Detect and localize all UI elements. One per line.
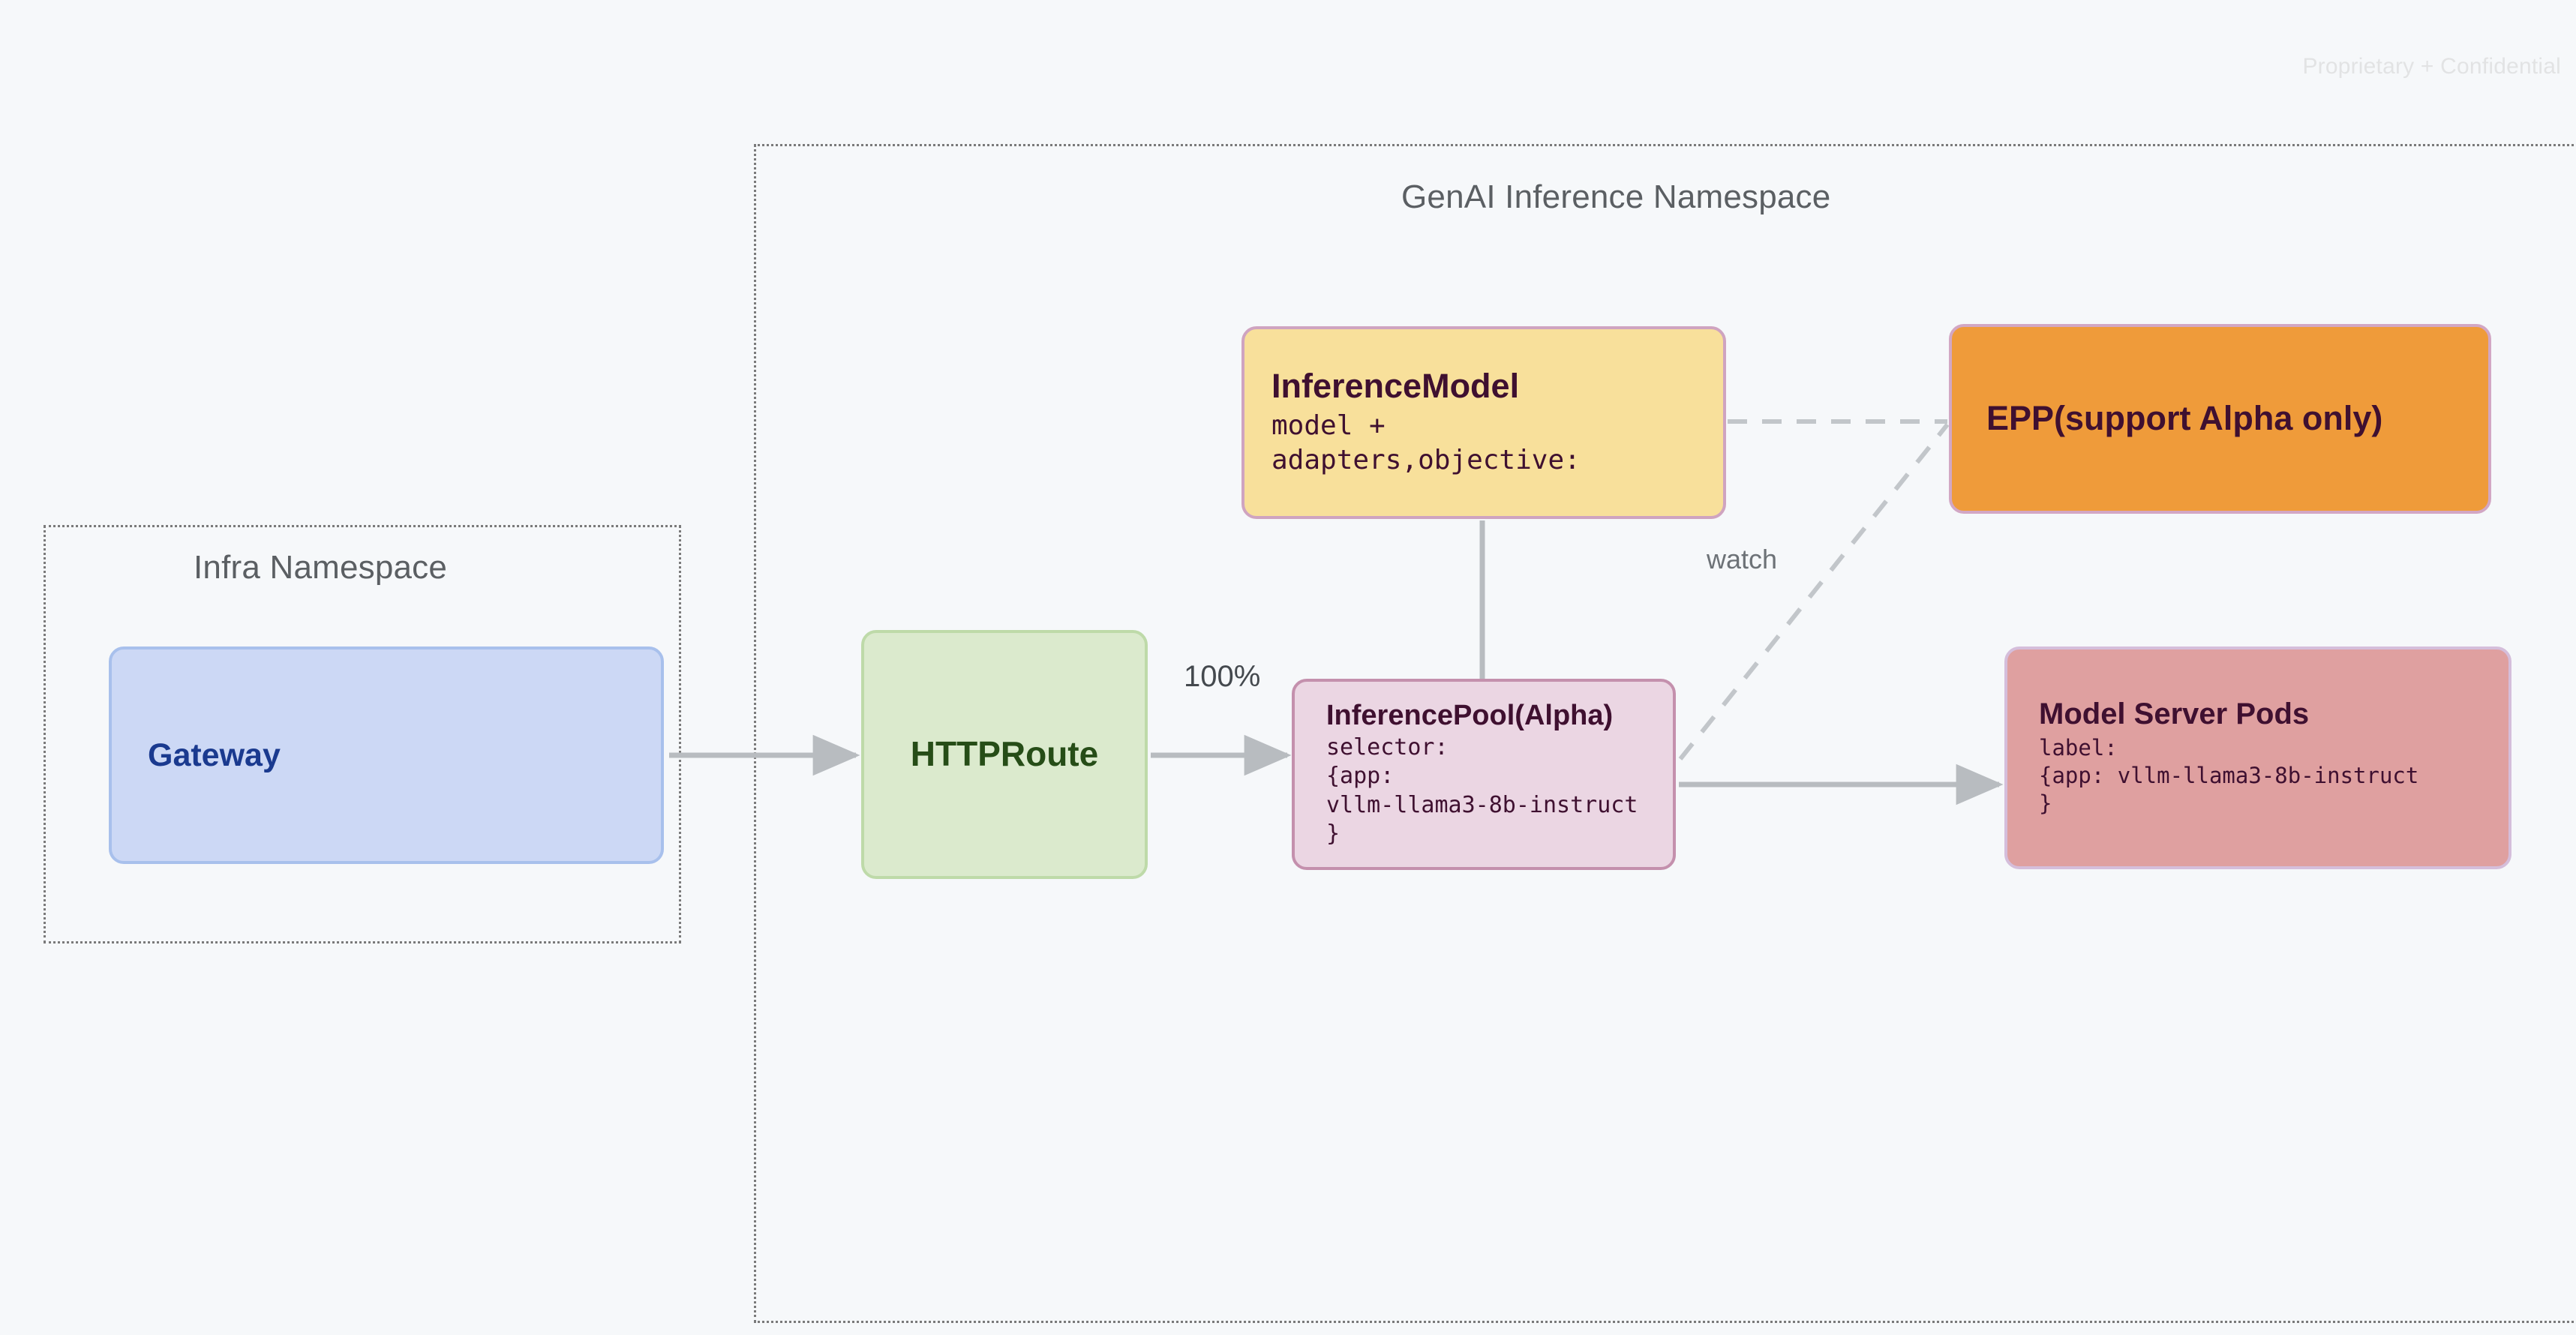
node-inference-model-body: model + adapters,objective: [1271, 410, 1581, 476]
node-inference-pool-body: selector: {app: vllm-llama3-8b-instruct … [1326, 734, 1638, 848]
node-inference-pool-title: InferencePool(Alpha) [1326, 700, 1614, 732]
namespace-title-genai: GenAI Inference Namespace [1401, 178, 1831, 215]
node-model-server-pods-title: Model Server Pods [2039, 698, 2310, 731]
confidentiality-watermark: Proprietary + Confidential [2302, 54, 2561, 79]
node-inference-model[interactable]: InferenceModel model + adapters,objectiv… [1241, 326, 1726, 519]
node-inference-pool[interactable]: InferencePool(Alpha) selector: {app: vll… [1292, 679, 1676, 870]
node-epp-title: EPP(support Alpha only) [1986, 399, 2383, 438]
edge-label-traffic-split: 100% [1184, 660, 1261, 693]
node-httproute[interactable]: HTTPRoute [861, 630, 1148, 879]
node-gateway[interactable]: Gateway [109, 646, 664, 864]
namespace-title-infra: Infra Namespace [194, 549, 448, 586]
node-gateway-title: Gateway [148, 736, 281, 773]
edge-label-watch: watch [1707, 544, 1778, 574]
node-inference-model-title: InferenceModel [1271, 367, 1520, 406]
node-httproute-title: HTTPRoute [910, 734, 1099, 774]
namespace-container-infra [44, 525, 681, 944]
namespace-container-genai [754, 144, 2576, 1323]
node-epp[interactable]: EPP(support Alpha only) [1949, 324, 2491, 514]
node-model-server-pods-body: label: {app: vllm-llama3-8b-instruct } [2039, 735, 2419, 817]
node-model-server-pods[interactable]: Model Server Pods label: {app: vllm-llam… [2004, 646, 2511, 869]
